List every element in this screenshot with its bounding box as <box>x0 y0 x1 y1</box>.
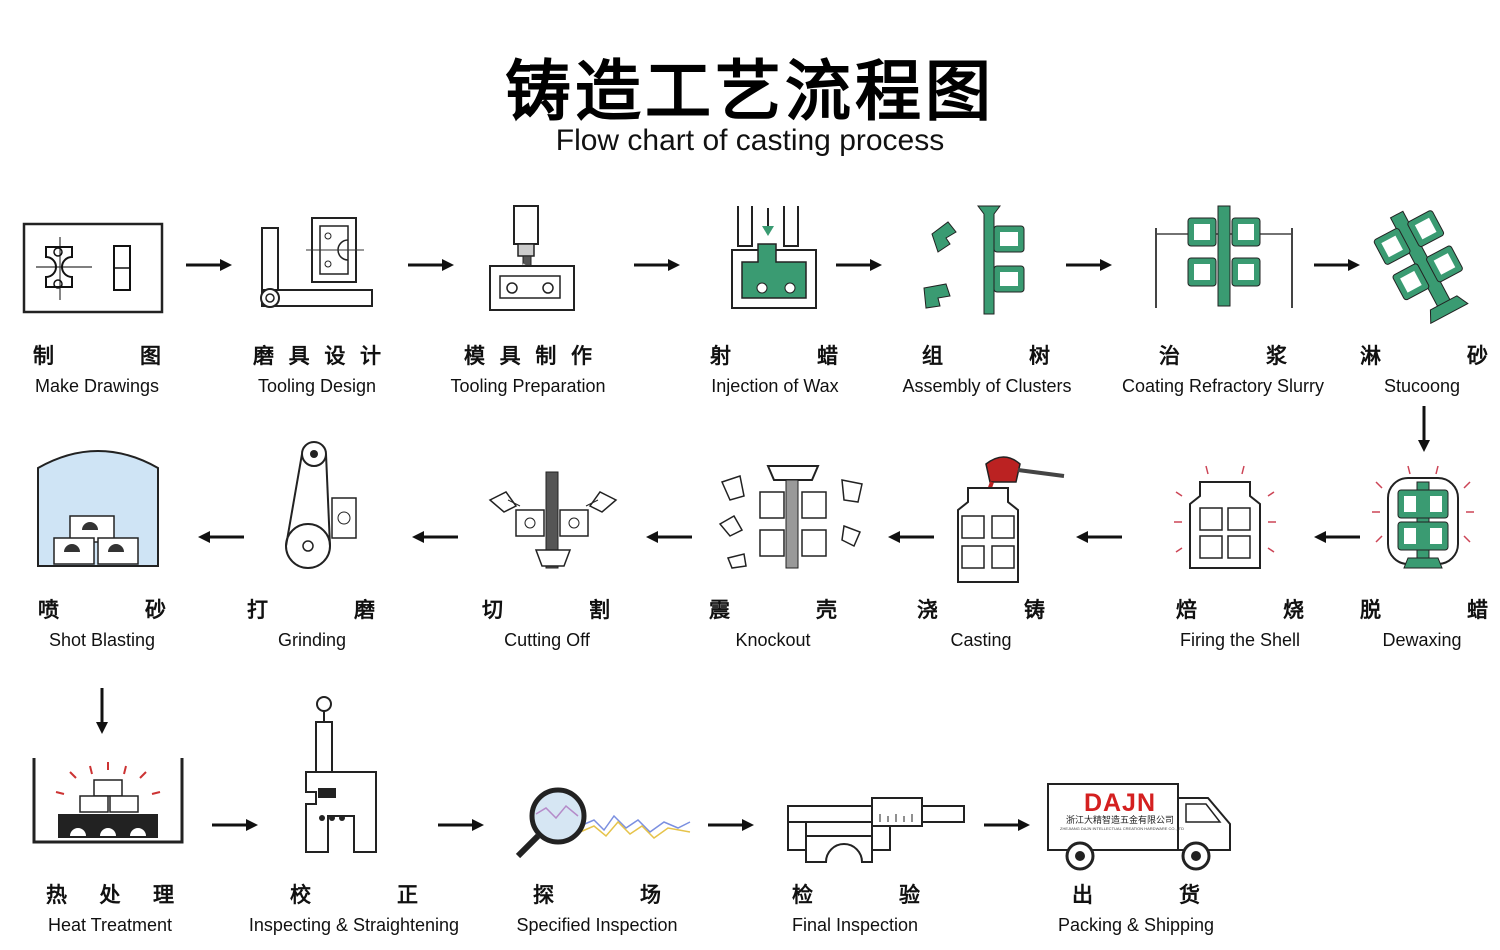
dewaxing-icon <box>1372 465 1474 569</box>
step-en-label: Shot Blasting <box>48 630 156 650</box>
arrow-right-icon <box>634 259 680 271</box>
arrow-left-icon <box>888 531 934 543</box>
step-zh-label: 组树 <box>922 344 1050 368</box>
step-en-label: Assembly of Clusters <box>902 376 1072 396</box>
heat-furnace-icon <box>32 758 184 844</box>
step-en-label: Firing the Shell <box>1179 630 1301 650</box>
stucco-cluster-icon <box>1373 210 1469 324</box>
step-en-label: Grinding <box>277 630 347 650</box>
step-en-label: Knockout <box>735 630 811 650</box>
arrow-right-icon <box>186 259 232 271</box>
step-en-label: Casting <box>950 630 1012 650</box>
step-zh-label: 校正 <box>290 883 418 907</box>
step-en-label: Cutting Off <box>504 630 590 650</box>
arrow-left-icon <box>1076 531 1122 543</box>
ladle-pour-icon <box>957 456 1065 583</box>
brand-company-en-text: ZHEJIANG DAJN INTELLECTUAL CREATION HARD… <box>1060 826 1185 831</box>
step-zh-label: 喷砂 <box>38 598 166 622</box>
page-title: 铸造工艺流程图 <box>505 53 995 130</box>
step-zh-label: 射蜡 <box>710 344 838 368</box>
brand-logo-text: DAJN <box>1083 789 1157 817</box>
step-en-label: Inspecting & Straightening <box>248 915 460 935</box>
step-zh-label: 制图 <box>33 344 161 368</box>
step-zh-label: 治浆 <box>1159 344 1287 368</box>
step-en-label: Heat Treatment <box>47 915 173 935</box>
step-zh-label: 浇铸 <box>917 598 1045 622</box>
brand-company-text: 浙江大精智造五金有限公司 <box>1065 816 1174 826</box>
step-en-label: Tooling Design <box>257 376 377 396</box>
step-zh-label: 震壳 <box>709 598 837 622</box>
step-zh-label: 淋砂 <box>1360 344 1488 368</box>
knockout-shell-icon <box>718 465 863 569</box>
arrow-down-icon <box>1418 406 1430 452</box>
set-square-icon <box>260 217 373 308</box>
step-en-label: Dewaxing <box>1382 630 1462 650</box>
arrow-left-icon <box>1314 531 1360 543</box>
arrow-right-icon <box>836 259 882 271</box>
cutting-icon <box>488 471 618 569</box>
arrow-right-icon <box>1314 259 1360 271</box>
step-zh-label: 热处理 <box>46 883 174 907</box>
step-en-label: Stucoong <box>1383 376 1461 396</box>
arrow-left-icon <box>198 531 244 543</box>
step-en-label: Packing & Shipping <box>1057 915 1215 935</box>
step-zh-label: 磨具设计 <box>253 344 381 368</box>
furnace-shell-icon <box>1174 465 1276 569</box>
step-en-label: Final Inspection <box>791 915 919 935</box>
step-en-label: Coating Refractory Slurry <box>1121 376 1325 396</box>
slurry-tank-icon <box>1155 205 1293 308</box>
arrow-down-icon <box>96 688 108 734</box>
caliper-icon <box>787 797 965 863</box>
step-zh-label: 切割 <box>482 598 610 622</box>
delivery-truck-icon <box>1047 783 1231 871</box>
arrow-right-icon <box>984 819 1030 831</box>
arrow-right-icon <box>708 819 754 831</box>
magnifier-icon <box>515 787 691 859</box>
step-en-label: Tooling Preparation <box>450 376 606 396</box>
page-subtitle: Flow chart of casting process <box>555 124 945 157</box>
blast-cabinet-icon <box>37 450 159 567</box>
step-zh-label: 模具制作 <box>464 344 592 368</box>
step-en-label: Injection of Wax <box>711 376 839 396</box>
step-zh-label: 探场 <box>533 883 661 907</box>
arrow-right-icon <box>408 259 454 271</box>
arrow-right-icon <box>212 819 258 831</box>
drawing-icon <box>22 222 164 314</box>
wax-cluster-icon <box>923 205 1025 315</box>
belt-grinder-icon <box>285 441 357 569</box>
arrow-left-icon <box>412 531 458 543</box>
arrow-left-icon <box>646 531 692 543</box>
step-zh-label: 出货 <box>1072 883 1200 907</box>
step-en-label: Specified Inspection <box>516 915 678 935</box>
step-zh-label: 检验 <box>792 883 920 907</box>
arrow-right-icon <box>1066 259 1112 271</box>
wax-injection-icon <box>731 206 817 309</box>
milling-machine-icon <box>489 205 575 311</box>
step-en-label: Make Drawings <box>34 376 160 396</box>
step-zh-label: 打磨 <box>247 598 375 622</box>
arrow-right-icon <box>438 819 484 831</box>
step-zh-label: 焙烧 <box>1176 598 1304 622</box>
truck-logo: DAJN 浙江大精智造五金有限公司 ZHEJIANG DAJN INTELLEC… <box>1060 789 1185 831</box>
press-machine-icon <box>305 696 377 853</box>
step-zh-label: 脱蜡 <box>1360 598 1488 622</box>
